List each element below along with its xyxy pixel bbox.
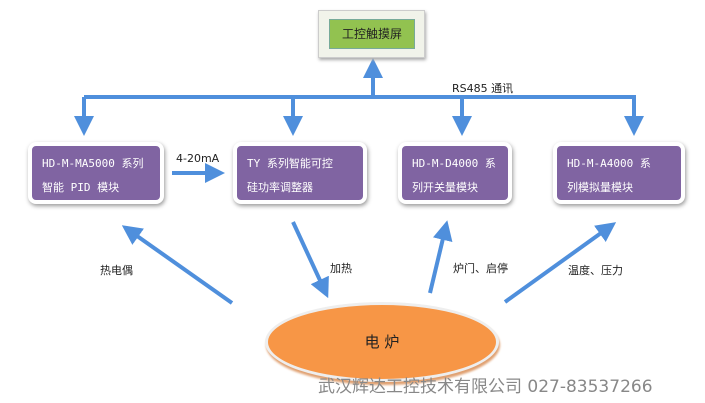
module-d4000: HD-M-D4000 系列开关量模块 xyxy=(398,142,512,204)
signal-label: 4-20mA xyxy=(176,152,220,165)
thermocouple-arrow xyxy=(121,225,234,305)
module-pid: HD-M-MA5000 系列智能 PID 模块 xyxy=(28,142,164,204)
heating-label: 加热 xyxy=(330,262,352,275)
hmi-label: 工控触摸屏 xyxy=(329,19,415,49)
door-label: 炉门、启停 xyxy=(453,262,508,275)
watermark: 武汉辉达工控技术有限公司 027-83537266 xyxy=(318,377,653,397)
module-line: 智能 PID 模块 xyxy=(42,181,120,194)
hmi-box: 工控触摸屏 xyxy=(318,10,425,58)
module-line: 列模拟量模块 xyxy=(567,181,633,194)
module-line: HD-M-D4000 系 xyxy=(412,157,496,170)
module-line: 列开关量模块 xyxy=(412,181,478,194)
heating-arrow xyxy=(291,221,329,299)
bus-label: RS485 通讯 xyxy=(452,82,514,95)
module-line: HD-M-MA5000 系列 xyxy=(42,157,144,170)
module-a4000: HD-M-A4000 系列模拟量模块 xyxy=(553,142,685,204)
thermocouple-label: 热电偶 xyxy=(100,264,133,277)
module-line: 硅功率调整器 xyxy=(247,181,313,194)
temp-arrow xyxy=(503,222,617,304)
temp-label: 温度、压力 xyxy=(568,264,623,277)
door-arrow xyxy=(428,220,453,294)
furnace: 电 炉 xyxy=(265,302,499,382)
module-line: TY 系列智能可控 xyxy=(247,157,333,170)
module-ty: TY 系列智能可控硅功率调整器 xyxy=(233,142,367,204)
module-line: HD-M-A4000 系 xyxy=(567,157,651,170)
